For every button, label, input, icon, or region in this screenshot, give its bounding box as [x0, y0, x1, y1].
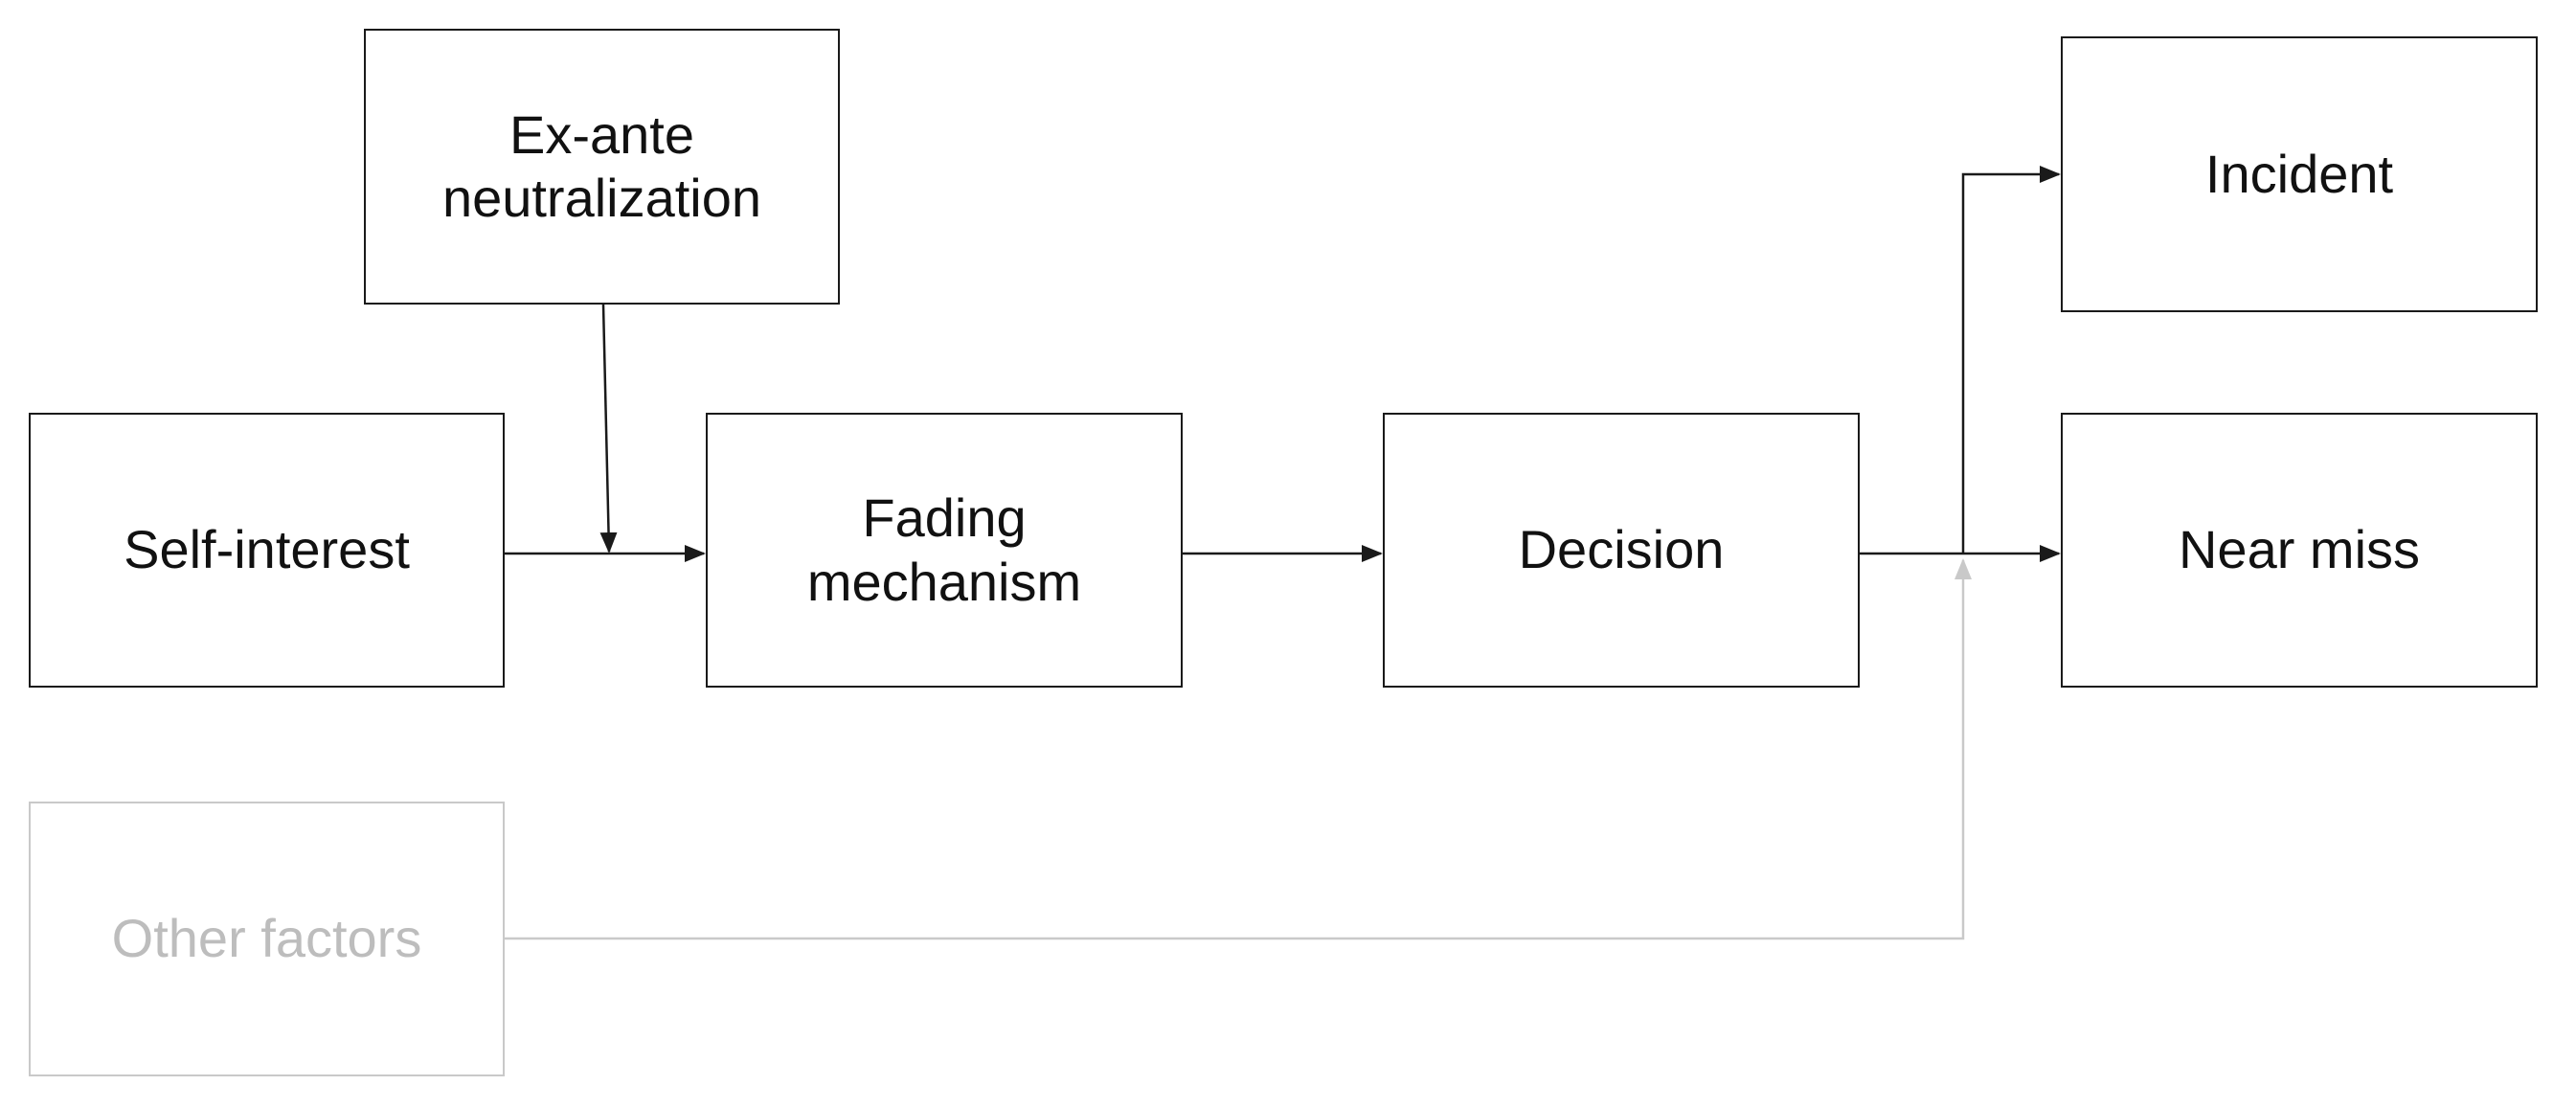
node-incident: Incident	[2061, 36, 2538, 312]
node-decision: Decision	[1383, 413, 1860, 688]
node-ex-ante-neutralization: Ex-ante neutralization	[364, 29, 840, 305]
edge-other-to-junction	[505, 558, 1972, 940]
node-label: Ex-ante neutralization	[441, 103, 762, 228]
node-label: Decision	[1518, 519, 1725, 580]
node-fading-mechanism: Fading mechanism	[706, 413, 1183, 688]
edge-ex-ante-to-link	[599, 304, 618, 554]
node-near-miss: Near miss	[2061, 413, 2538, 688]
edge-decision-to-incident	[1961, 166, 2061, 554]
node-self-interest: Self-interest	[29, 413, 505, 688]
node-other-factors: Other factors	[29, 802, 505, 1076]
node-label: Near miss	[2178, 519, 2421, 580]
node-label: Self-interest	[124, 519, 410, 580]
node-label: Incident	[2204, 143, 2394, 204]
node-label: Fading mechanism	[806, 487, 1082, 612]
node-label: Other factors	[111, 908, 422, 969]
